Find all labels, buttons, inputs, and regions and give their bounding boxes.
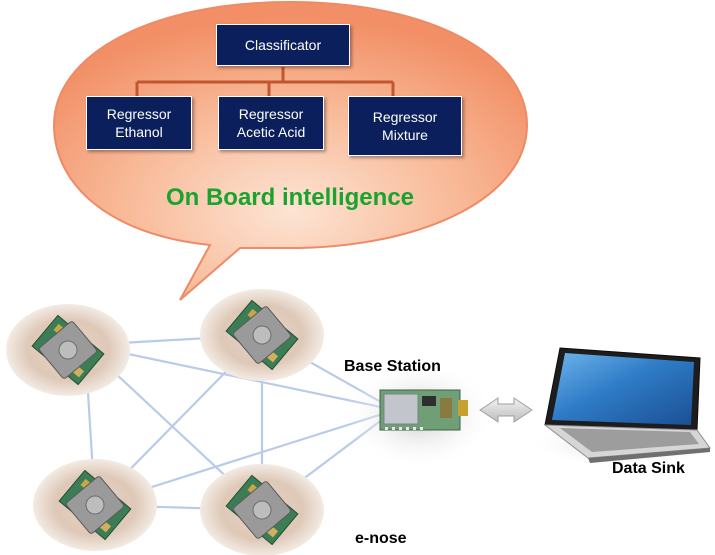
sensor-node bbox=[200, 289, 324, 381]
enose-label: e-nose bbox=[355, 530, 407, 547]
laptop-icon bbox=[530, 347, 715, 467]
base-station-board bbox=[345, 360, 495, 470]
classificator-label: Classificator bbox=[244, 37, 322, 53]
regressor-acetic-acid-line2: Acetic Acid bbox=[236, 124, 306, 140]
regressor-acetic-acid-line1: Regressor bbox=[238, 106, 304, 122]
double-arrow-icon bbox=[479, 397, 533, 423]
on-board-intelligence-title: On Board intelligence bbox=[165, 184, 415, 211]
classificator-box: Classificator bbox=[216, 24, 350, 66]
sensor-node bbox=[33, 459, 157, 551]
sensor-node bbox=[200, 464, 324, 555]
tree-connectors bbox=[135, 67, 395, 96]
regressor-mixture-box: Regressor Mixture bbox=[348, 96, 462, 156]
regressor-ethanol-line1: Regressor bbox=[106, 106, 172, 122]
sensor-node bbox=[6, 304, 130, 396]
data-sink-label: Data Sink bbox=[612, 460, 685, 477]
regressor-mixture-line2: Mixture bbox=[382, 127, 428, 143]
regressor-mixture-line1: Regressor bbox=[372, 109, 438, 125]
regressor-ethanol-line2: Ethanol bbox=[115, 124, 163, 140]
regressor-acetic-acid-box: Regressor Acetic Acid bbox=[218, 96, 324, 150]
regressor-ethanol-box: Regressor Ethanol bbox=[86, 96, 192, 150]
base-station-label: Base Station bbox=[344, 358, 441, 375]
speech-bubble bbox=[52, 0, 529, 301]
